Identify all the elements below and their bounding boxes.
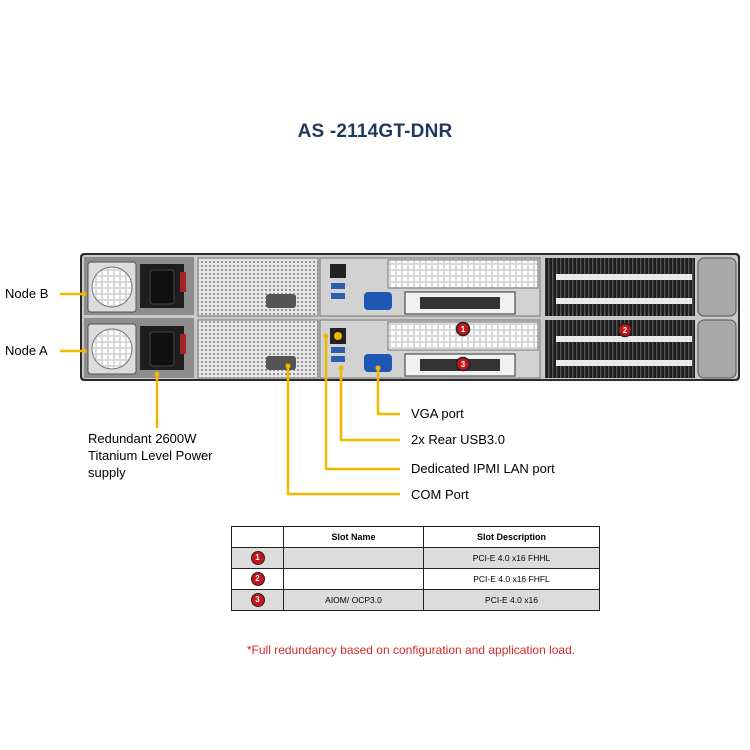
slot-marker-1: 1 (455, 321, 471, 337)
slot-marker-3: 3 (455, 356, 471, 372)
slot-name-cell (283, 568, 424, 590)
page-title: AS -2114GT-DNR (297, 121, 453, 142)
header-cell (231, 526, 284, 548)
node-b-label: Node B (5, 286, 49, 301)
slot-badge: 3 (250, 593, 265, 607)
usb-leader (339, 368, 400, 442)
slot-name-cell (283, 547, 424, 569)
footnote: *Full redundancy based on configuration … (246, 643, 576, 657)
usb-port-label: 2x Rear USB3.0 (411, 432, 505, 447)
slot-marker-3-label: 3 (461, 360, 466, 369)
com-leader (286, 366, 400, 496)
slot-marker-2-label: 2 (623, 326, 628, 335)
ipmi-leader (324, 336, 400, 471)
badge-cell: 2 (231, 568, 284, 590)
vga-port-label: VGA port (411, 406, 464, 421)
vga-leader (376, 368, 400, 416)
ipmi-port-label: Dedicated IPMI LAN port (411, 461, 555, 476)
table-row: 3 AIOM/ OCP3.0 PCI-E 4.0 x16 (231, 589, 600, 611)
slot-badge: 1 (250, 551, 265, 565)
slot-description-cell: PCI-E 4.0 x16 FHFL (423, 568, 600, 590)
table-row: 1 PCI-E 4.0 x16 FHHL (231, 547, 600, 569)
slot-table-header: Slot Name Slot Description (231, 526, 600, 548)
badge-cell: 3 (231, 589, 284, 611)
slot-badge: 2 (250, 572, 265, 586)
callout-lines (60, 292, 400, 496)
slot-table: Slot Name Slot Description 1 PCI-E 4.0 x… (231, 526, 600, 611)
slot-name-cell: AIOM/ OCP3.0 (283, 589, 424, 611)
psu-label-line-1: Redundant 2600W (88, 431, 197, 446)
table-row: 2 PCI-E 4.0 x16 FHFL (231, 568, 600, 590)
node-b-chassis (84, 257, 737, 317)
node-a-label: Node A (5, 343, 48, 358)
psu-label-line-2: Titanium Level Power (88, 448, 213, 463)
header-cell: Slot Name (283, 526, 424, 548)
badge-cell: 1 (231, 547, 284, 569)
node-a-chassis (84, 318, 737, 379)
slot-marker-1-label: 1 (461, 325, 466, 334)
psu-label-line-3: supply (88, 465, 126, 480)
slot-description-cell: PCI-E 4.0 x16 FHHL (423, 547, 600, 569)
psu-label: Redundant 2600W Titanium Level Power sup… (88, 430, 213, 481)
callout-dots (81, 291, 381, 377)
slot-marker-2: 2 (617, 322, 633, 338)
header-cell: Slot Description (423, 526, 600, 548)
slot-description-cell: PCI-E 4.0 x16 (423, 589, 600, 611)
com-port-label: COM Port (411, 487, 469, 502)
